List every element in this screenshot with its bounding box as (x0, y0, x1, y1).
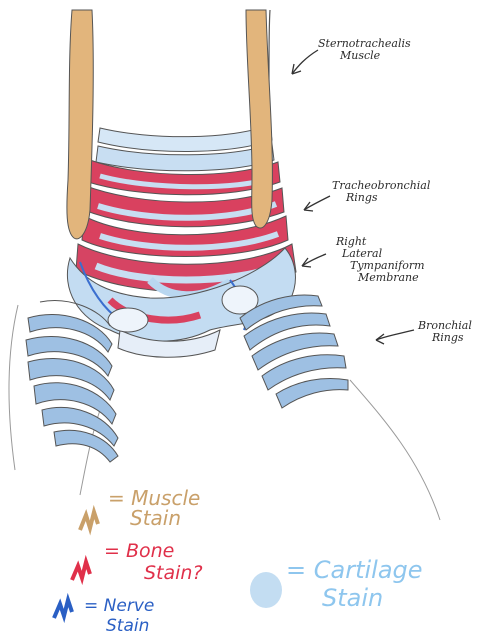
legend-muscle: = Muscle Stain (108, 488, 200, 528)
arrow-tracheobronchial (304, 196, 330, 210)
label-sternotrachealis: Sternotrachealis Muscle (318, 38, 411, 62)
nerve-swatch (54, 600, 72, 618)
legend-bone: = Bone Stain? (104, 540, 203, 584)
label-bronchial-line2: Rings (418, 332, 472, 344)
outline-right (350, 380, 440, 520)
legend-nerve-line2: Stain (84, 616, 154, 636)
cartilage-swatch (250, 572, 282, 608)
legend-cartilage-line2: Stain (286, 584, 423, 612)
muscle-swatch (80, 512, 98, 530)
legend-bone-line2: Stain? (104, 562, 203, 584)
label-tracheobronchial-line2: Rings (332, 192, 430, 204)
legend-nerve: = Nerve Stain (84, 596, 154, 636)
label-bronchial-rings: Bronchial Rings (418, 320, 472, 344)
legend-muscle-line1: = Muscle (108, 488, 200, 508)
label-tympaniform-membrane: Right Lateral Tympaniform Membrane (336, 236, 425, 284)
outline-left (9, 305, 18, 470)
legend-cartilage: = Cartilage Stain (286, 556, 423, 612)
legend-cartilage-line1: = Cartilage (286, 556, 423, 584)
label-sternotrachealis-line2: Muscle (318, 50, 411, 62)
label-tympaniform-line4: Membrane (336, 272, 425, 284)
right-bronchial-rings (240, 295, 348, 408)
legend-muscle-line2: Stain (108, 508, 200, 528)
bone-swatch (72, 562, 90, 580)
label-tracheobronchial-rings: Tracheobronchial Rings (332, 180, 430, 204)
arrow-tympaniform (302, 254, 326, 266)
legend-bone-line1: = Bone (104, 540, 203, 562)
legend-nerve-line1: = Nerve (84, 596, 154, 616)
arrow-sternotrachealis (292, 50, 318, 74)
left-tympaniform-membrane (108, 308, 148, 332)
